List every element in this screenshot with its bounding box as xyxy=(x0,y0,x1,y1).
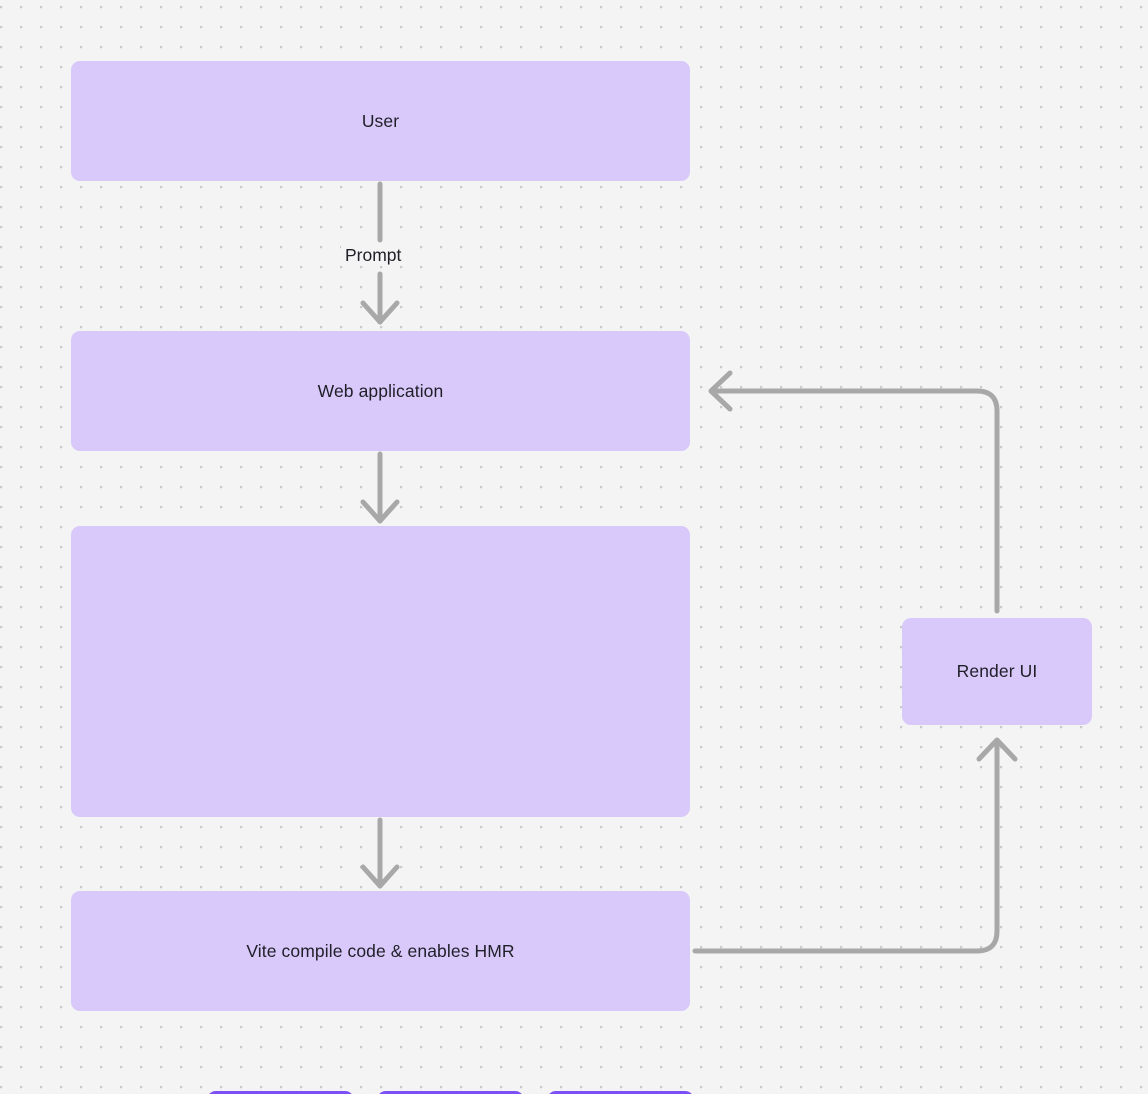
node-css[interactable]: CSS = Styles & Layouts xyxy=(377,1091,524,1094)
arrowhead-render-to-webapp xyxy=(708,370,733,412)
node-vite-label: Vite compile code & enables HMR xyxy=(246,940,515,961)
node-render-ui[interactable]: Render UI xyxy=(902,618,1092,725)
node-user-label: User xyxy=(361,110,400,131)
arrowhead-vite-to-render xyxy=(976,737,1018,762)
node-web-application-label: Web application xyxy=(317,380,444,401)
arrowhead-prompt-to-webapp xyxy=(360,300,400,325)
edge-vite-to-render xyxy=(692,738,1000,954)
edge-label-prompt: Prompt xyxy=(341,245,406,266)
arrowhead-webapp-to-stack xyxy=(360,499,400,524)
node-javascript[interactable]: Javascript = Interactivity xyxy=(547,1091,694,1094)
node-html[interactable]: HTML = structure xyxy=(207,1091,354,1094)
edge-render-to-webapp xyxy=(709,388,1000,614)
node-render-ui-label: Render UI xyxy=(956,661,1038,681)
arrowhead-stack-to-vite xyxy=(360,864,400,889)
node-web-application[interactable]: Web application xyxy=(71,331,690,451)
node-user[interactable]: User xyxy=(71,61,690,181)
node-stack-group[interactable]: HTML = structure CSS = Styles & Layouts … xyxy=(71,526,694,1094)
node-vite[interactable]: Vite compile code & enables HMR xyxy=(71,891,690,1011)
